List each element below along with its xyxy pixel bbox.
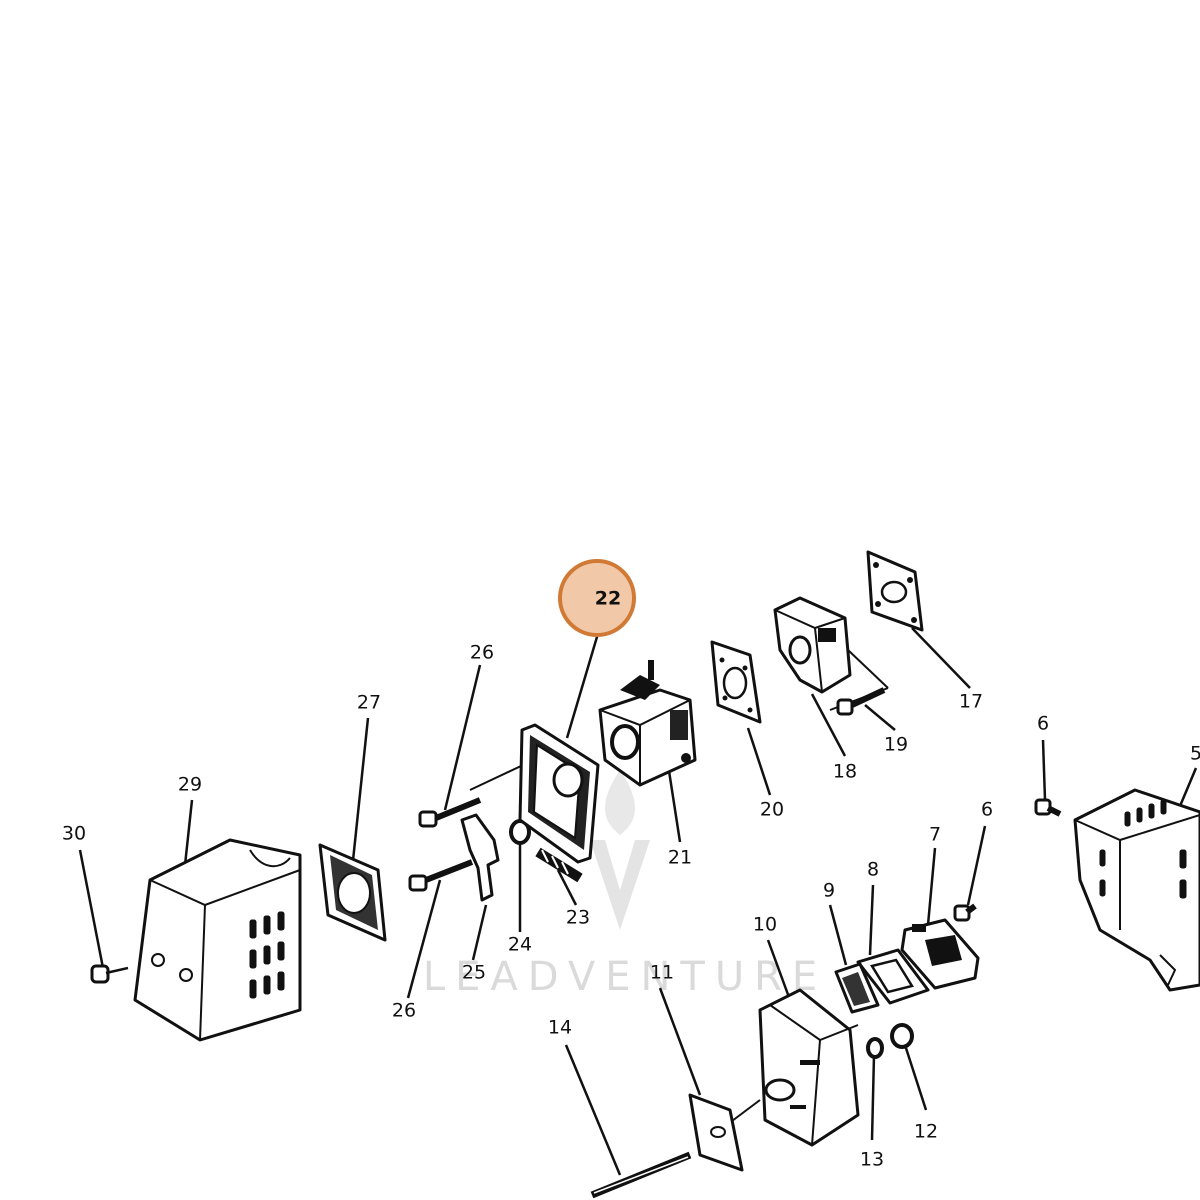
label-8[interactable]: 8 [867, 859, 879, 881]
label-29[interactable]: 29 [178, 774, 202, 796]
watermark-logo-icon [590, 840, 650, 930]
part-29-cover [133, 838, 302, 1042]
part-8-gasket [856, 948, 930, 1005]
part-26-bolts [408, 797, 482, 892]
label-19[interactable]: 19 [884, 734, 908, 756]
part-23-spring [535, 847, 583, 883]
part-18-insulator [773, 596, 852, 694]
label-25[interactable]: 25 [462, 962, 486, 984]
label-23[interactable]: 23 [566, 907, 590, 929]
label-10[interactable]: 10 [753, 914, 777, 936]
label-5[interactable]: 5 [1190, 743, 1200, 765]
part-10-muffler [758, 988, 860, 1147]
part-14-stud [590, 1151, 692, 1199]
part-17-gasket [866, 550, 924, 632]
part-22-case [518, 723, 600, 864]
label-14[interactable]: 14 [548, 1017, 572, 1039]
label-13[interactable]: 13 [860, 1149, 884, 1171]
label-21[interactable]: 21 [668, 847, 692, 869]
watermark: LEADVENTURE [423, 770, 827, 1000]
label-20[interactable]: 20 [760, 799, 784, 821]
part-6-bolts [953, 798, 1062, 922]
part-labels: 30 29 27 26 26 25 24 23 21 20 18 19 17 6… [62, 642, 1200, 1171]
highlight-callout-22[interactable]: 22 [558, 559, 636, 637]
part-9-screen [834, 962, 880, 1014]
part-12-nut [890, 1023, 914, 1049]
part-11-gasket [688, 1093, 744, 1172]
label-26-bottom[interactable]: 26 [392, 1000, 416, 1022]
part-21-carburetor [598, 660, 697, 787]
label-17[interactable]: 17 [959, 691, 983, 713]
label-9[interactable]: 9 [823, 880, 835, 902]
watermark-text: LEADVENTURE [423, 954, 827, 1000]
label-18[interactable]: 18 [833, 761, 857, 783]
label-12[interactable]: 12 [914, 1121, 938, 1143]
label-30[interactable]: 30 [62, 823, 86, 845]
part-25-bracket [460, 813, 500, 902]
label-26-top[interactable]: 26 [470, 642, 494, 664]
part-5-muffler-cover [1073, 788, 1200, 992]
label-11[interactable]: 11 [650, 962, 674, 984]
part-30-screw [90, 964, 129, 984]
part-20-gasket [710, 640, 762, 724]
watermark-flame-icon [605, 770, 635, 835]
label-6-mid[interactable]: 6 [981, 799, 993, 821]
label-7[interactable]: 7 [929, 824, 941, 846]
label-6-top[interactable]: 6 [1037, 713, 1049, 735]
callout-label-22: 22 [595, 588, 621, 610]
part-7-plate [900, 918, 980, 990]
label-27[interactable]: 27 [357, 692, 381, 714]
part-13-washer [866, 1037, 884, 1059]
label-24[interactable]: 24 [508, 934, 532, 956]
part-19-bolt [836, 687, 886, 716]
part-27-filter [318, 843, 387, 942]
